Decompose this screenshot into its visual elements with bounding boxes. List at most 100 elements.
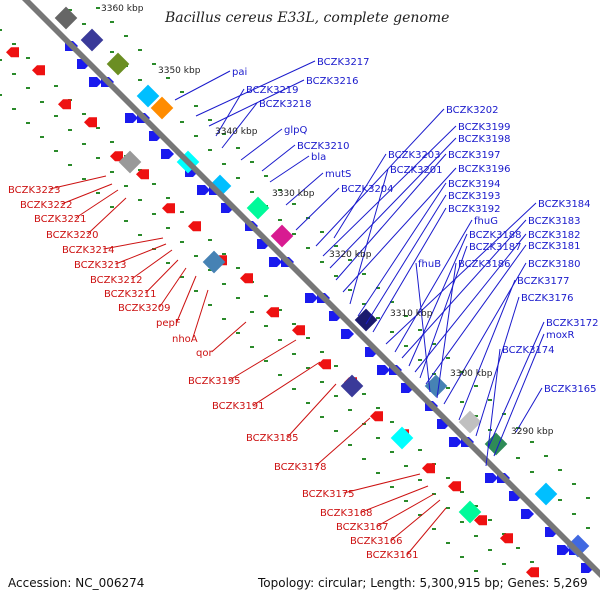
- gene-label: BCZK3209: [118, 303, 171, 314]
- gene-label: fhuG: [474, 216, 498, 227]
- tick-mark: [362, 458, 366, 460]
- gene-label: pepF: [156, 318, 181, 329]
- tick-mark: [152, 63, 156, 65]
- label-leader: [176, 275, 197, 323]
- tick-mark: [306, 247, 310, 249]
- label-leader: [269, 155, 310, 183]
- tick-mark: [488, 519, 492, 521]
- reverse-gene-arrow: [318, 359, 331, 370]
- gene-label: BCZK3216: [306, 76, 359, 87]
- gene-label: BCZK3187: [469, 242, 522, 253]
- tick-mark: [418, 449, 422, 451]
- genes: [6, 6, 594, 578]
- genome-backbone: [22, 0, 600, 578]
- tick-mark: [558, 499, 562, 501]
- tick-mark: [362, 273, 366, 275]
- reverse-gene-arrow: [474, 515, 487, 526]
- reverse-gene-arrow: [370, 411, 383, 422]
- tick-mark: [236, 332, 240, 334]
- gene-labels: paiBCZK3217BCZK3216BCZK3219BCZK3218glpQB…: [8, 57, 599, 561]
- tick-mark: [96, 192, 100, 194]
- tick-mark: [460, 491, 464, 493]
- gene-label: BCZK3161: [366, 550, 419, 561]
- forward-gene-arrow: [485, 473, 498, 483]
- tick-mark: [348, 409, 352, 411]
- genome-summary: Topology: circular; Length: 5,300,915 bp…: [257, 576, 588, 590]
- tick-mark: [208, 304, 212, 306]
- tick-mark: [124, 35, 128, 37]
- gene-label: BCZK3188: [469, 230, 522, 241]
- tick-mark: [502, 413, 506, 415]
- tick-mark: [96, 127, 100, 129]
- tick-mark: [404, 465, 408, 467]
- label-leader: [215, 88, 245, 137]
- tick-mark: [138, 49, 142, 51]
- tick-mark: [376, 437, 380, 439]
- gene-label: BCZK3166: [350, 536, 403, 547]
- gene-block: [150, 96, 174, 120]
- tick-mark: [96, 7, 100, 9]
- label-leaders: [49, 60, 545, 555]
- tick-mark: [68, 9, 72, 11]
- gene-label: BCZK3195: [188, 376, 241, 387]
- gene-label: BCZK3176: [521, 293, 574, 304]
- gene-label: mutS: [325, 169, 351, 180]
- tick-mark: [474, 570, 478, 572]
- gene-label: BCZK3174: [502, 345, 555, 356]
- tick-mark: [334, 245, 338, 247]
- tick-mark: [12, 73, 16, 75]
- gene-label: BCZK3213: [74, 260, 127, 271]
- tick-mark: [278, 189, 282, 191]
- tick-mark: [208, 239, 212, 241]
- tick-mark: [278, 374, 282, 376]
- label-leader: [372, 207, 447, 333]
- tick-mark: [236, 297, 240, 299]
- kbp-marker: 3310 kbp: [390, 309, 433, 319]
- tick-mark: [558, 469, 562, 471]
- gene-label: BCZK3223: [8, 185, 61, 196]
- gene-block: [80, 28, 104, 52]
- forward-gene-arrow: [305, 293, 318, 303]
- gene-label: BCZK3220: [46, 230, 99, 241]
- tick-mark: [390, 421, 394, 423]
- reverse-gene-arrow: [240, 273, 253, 284]
- label-leader: [285, 172, 324, 206]
- gene-label: BCZK3202: [446, 105, 499, 116]
- gene-label: BCZK3177: [517, 276, 570, 287]
- label-leader: [253, 361, 321, 406]
- gene-block: [106, 52, 130, 76]
- reverse-gene-arrow: [136, 169, 149, 180]
- gene-label: BCZK3204: [341, 184, 394, 195]
- kbp-marker: 3360 kbp: [101, 4, 144, 14]
- tick-mark: [362, 303, 366, 305]
- tick-mark: [12, 43, 16, 45]
- tick-mark: [222, 253, 226, 255]
- gene-label: BCZK3201: [390, 165, 443, 176]
- label-leader: [515, 387, 543, 433]
- tick-mark: [82, 143, 86, 145]
- tick-mark: [432, 528, 436, 530]
- gene-label: BCZK3203: [388, 150, 441, 161]
- label-leader: [192, 289, 209, 339]
- tick-mark: [222, 133, 226, 135]
- gene-label: BCZK3210: [297, 141, 350, 152]
- tick-mark: [586, 527, 590, 529]
- tick-mark: [278, 219, 282, 221]
- gene-block: [566, 534, 590, 558]
- tick-mark: [418, 359, 422, 361]
- tick-mark: [0, 59, 2, 61]
- label-leader: [361, 485, 429, 513]
- gene-label: BCZK3198: [458, 134, 511, 145]
- tick-mark: [460, 521, 464, 523]
- forward-gene-arrow: [377, 365, 390, 375]
- tick-mark: [460, 556, 464, 558]
- tick-mark: [474, 505, 478, 507]
- gene-label: BCZK3214: [62, 245, 115, 256]
- label-leader: [221, 102, 258, 149]
- gene-label: qor: [196, 348, 213, 359]
- forward-gene-arrow: [161, 149, 174, 159]
- tick-mark: [460, 401, 464, 403]
- tick-mark: [180, 91, 184, 93]
- tick-mark: [320, 416, 324, 418]
